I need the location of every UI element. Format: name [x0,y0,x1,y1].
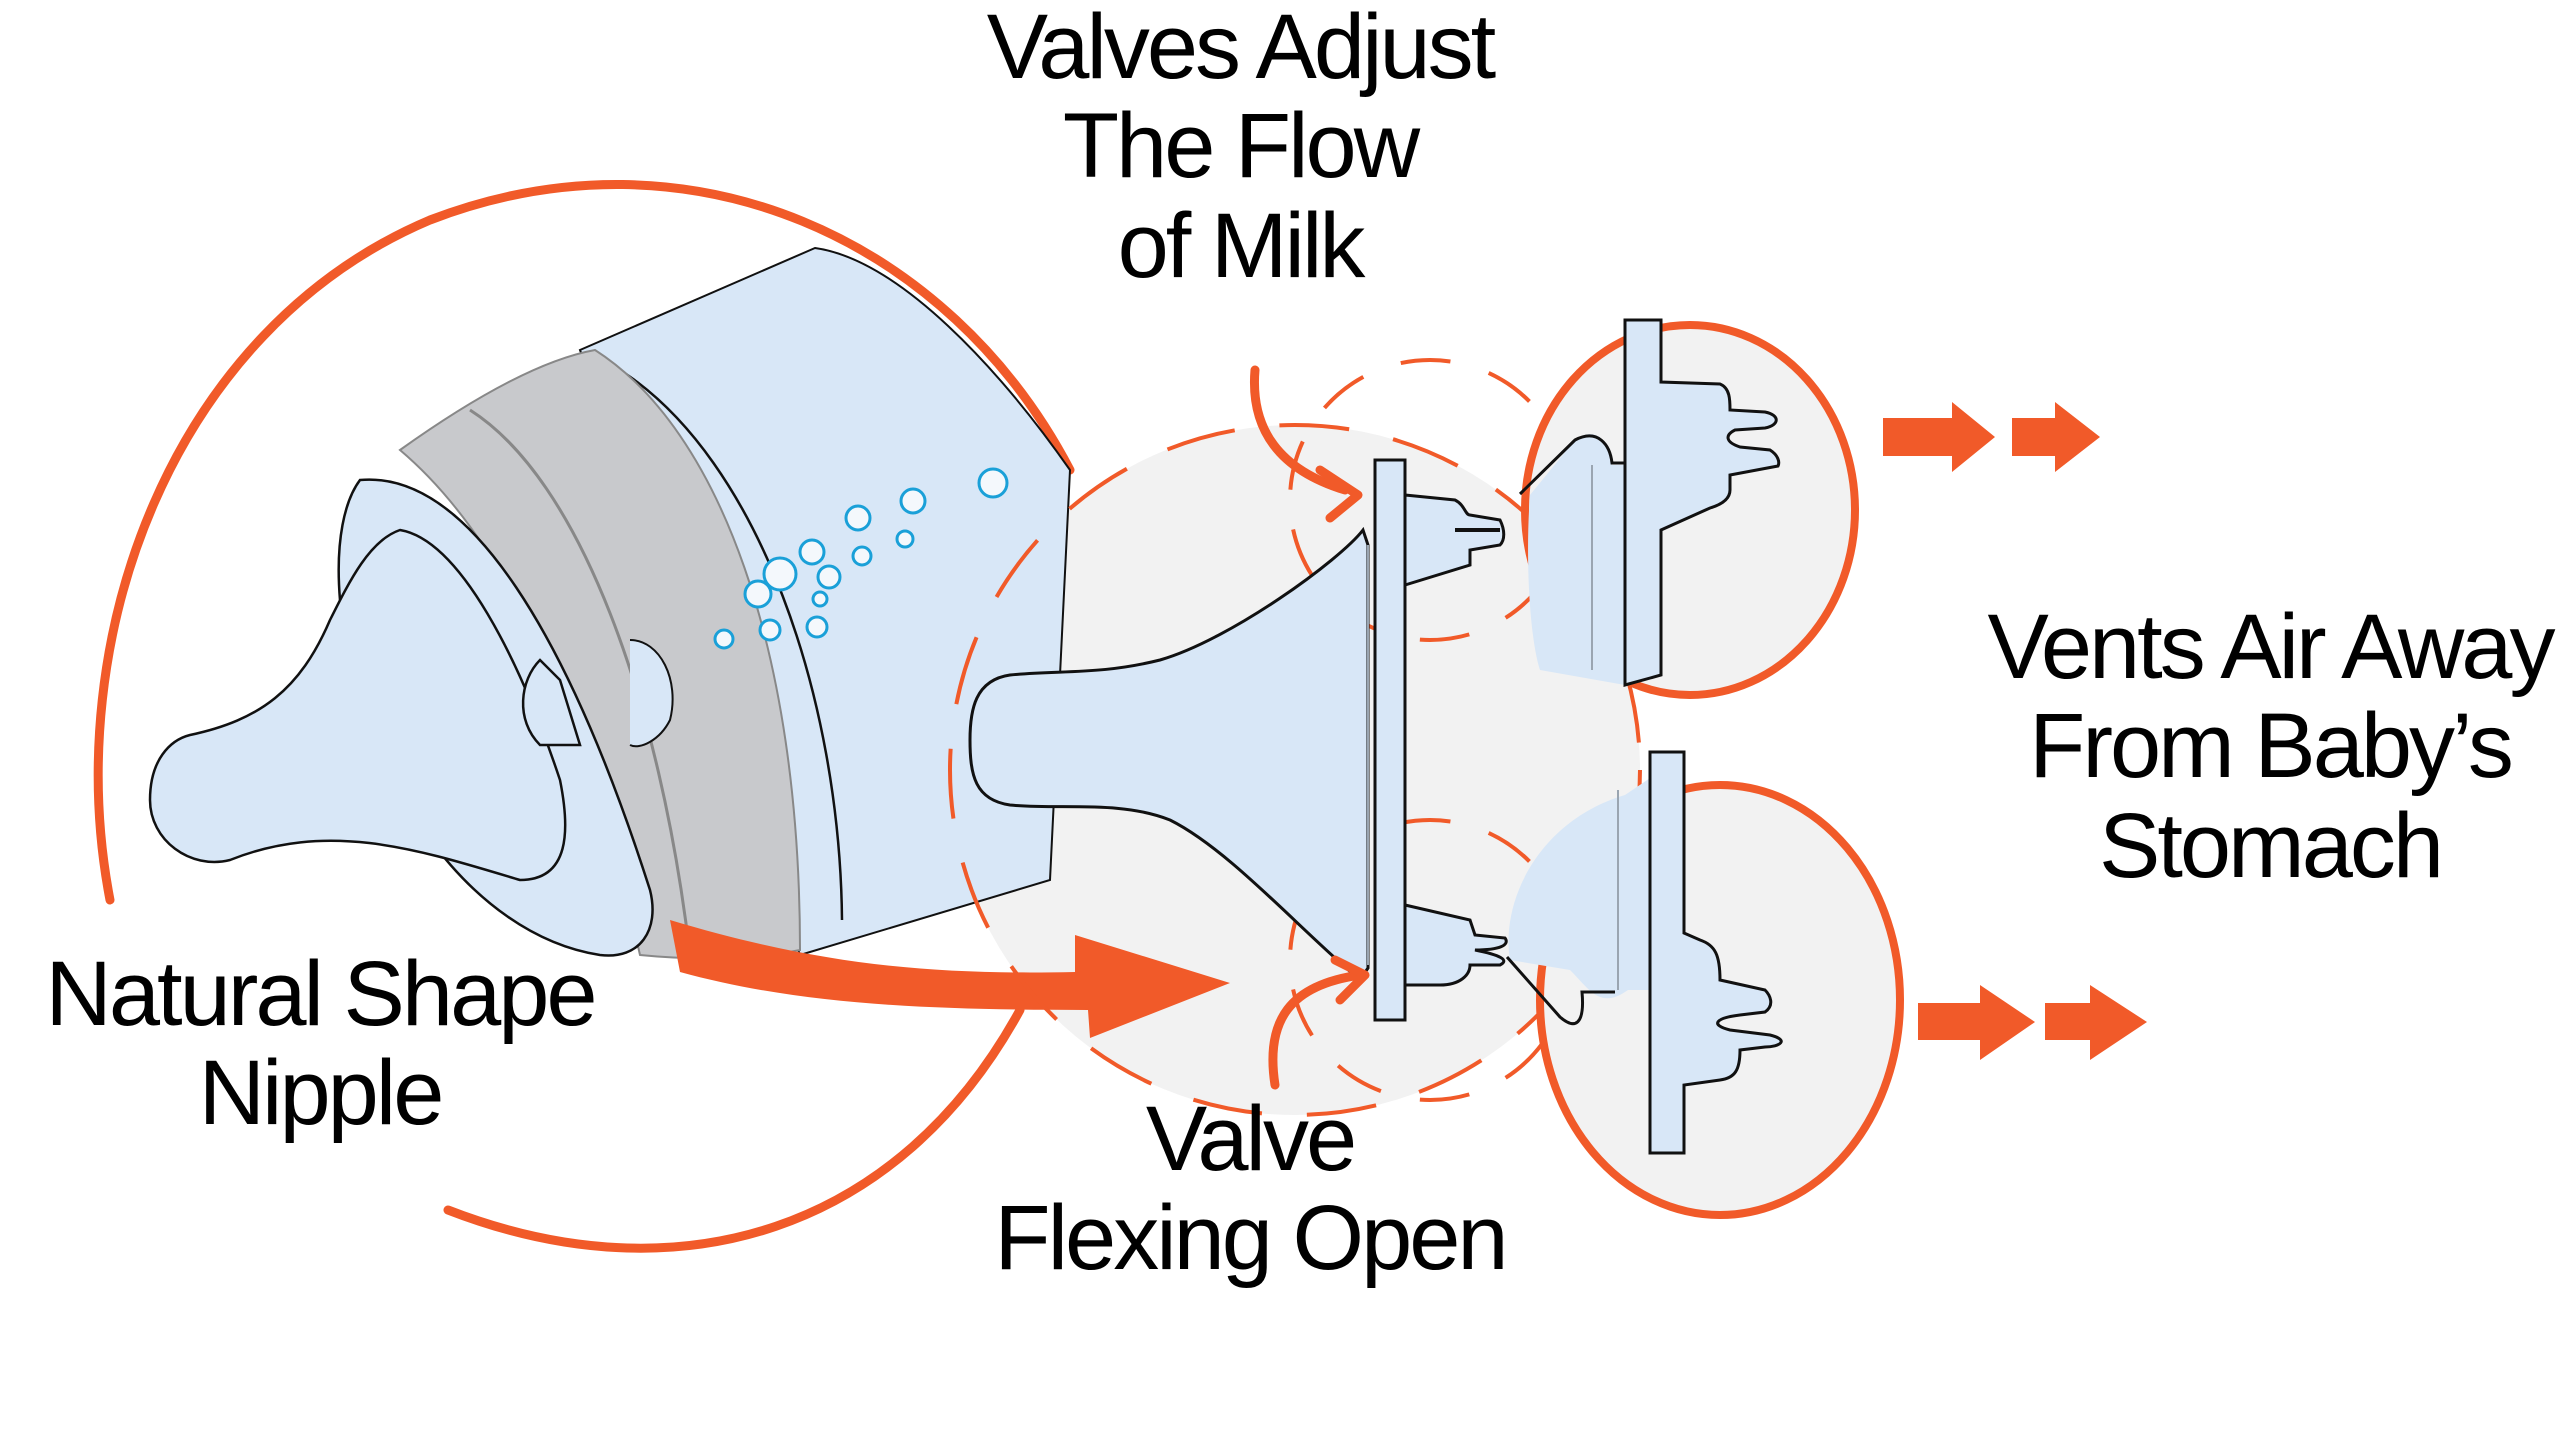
flow-arrow-icon [670,920,1230,1038]
label-line: Flexing Open [994,1187,1508,1290]
pointer-arrow-icon-bottom [1268,970,1365,1090]
label-line: From Baby’s [2029,695,2514,798]
valve-flange [1373,458,1407,1022]
label-line: Stomach [2098,794,2444,897]
bottle-ring-line [619,368,844,921]
vent-arrow-icon-2 [2012,402,2100,472]
air-bubbles-icon [713,467,1009,650]
detail-bottom-valve [1648,750,1783,1155]
bottle-callout-arc [93,179,1075,905]
valve-knob [521,658,582,747]
bottle-callout-arc-bottom [443,1005,1025,1253]
label-line: The Flow [1062,95,1420,198]
valve-top-profile [1403,493,1506,588]
valve-bottom-detail [1505,750,1904,1219]
label-line: Nipple [198,1042,445,1145]
label-vents-air-away: Vents Air Away From Baby’s Stomach [1970,596,2560,897]
valve-bottom-profile [1403,903,1508,987]
vent-arrow-icon-3 [1918,985,2035,1060]
label-line: Valve [1145,1088,1357,1190]
pointer-arrow-head [1315,465,1363,523]
detail-bottom-nipple [1508,755,1684,999]
cross-section-dashed-ring [948,423,1642,1117]
label-line: Vents Air Away [1987,596,2556,698]
label-valves-adjust-flow: Valves Adjust The Flow of Milk [940,0,1540,296]
label-line: of Milk [1117,194,1366,297]
valve-top-detail [1518,318,1859,699]
nipple-profile [968,526,1370,983]
detail-top-nipple-edge [1518,434,1625,496]
detail-bottom-nipple-edge [1505,956,1615,1026]
nipple [148,528,567,882]
vent-arrow-icon-4 [2045,985,2147,1060]
label-natural-shape-nipple: Natural Shape Nipple [0,943,640,1145]
vent-arrow-icon [1883,402,1995,472]
bottle-illustration [148,246,1072,960]
cross-section-nipple [968,458,1508,1022]
detail-top-valve [1623,318,1781,687]
pointer-arrow-icon [1249,365,1350,495]
label-valve-flexing-open: Valve Flexing Open [940,1088,1560,1290]
collar-groove [469,408,692,956]
pointer-arrow-head-bottom [1330,955,1370,1005]
detail-top-nipple [1528,434,1625,685]
label-line: Valves Adjust [986,0,1497,98]
valve-knob-side [629,639,674,748]
label-line: Natural Shape [45,943,597,1045]
